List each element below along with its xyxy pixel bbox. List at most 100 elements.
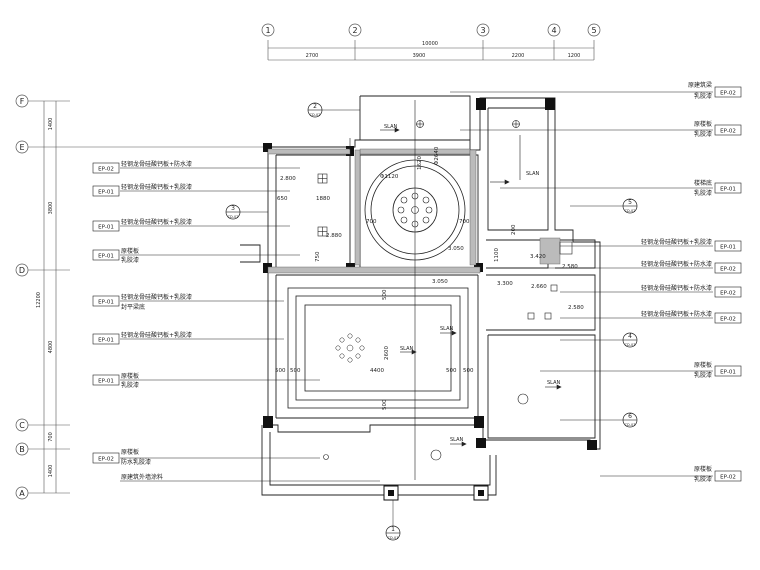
svg-text:EP-01: EP-01 — [98, 338, 114, 344]
svg-text:EP-01: EP-01 — [720, 187, 736, 193]
section-marker-5: 5 CD-02 — [622, 198, 638, 214]
svg-text:3: 3 — [231, 205, 235, 212]
svg-text:EP-01: EP-01 — [720, 370, 736, 376]
slope-arrows — [380, 127, 562, 447]
svg-text:200: 200 — [511, 224, 517, 235]
svg-text:EP-02: EP-02 — [720, 129, 736, 135]
svg-text:乳胶漆: 乳胶漆 — [694, 475, 712, 483]
svg-text:Φ1120: Φ1120 — [380, 174, 399, 180]
left-grid-axis — [28, 100, 270, 494]
plan-walls — [240, 95, 601, 496]
svg-text:轻钢龙骨硅酸钙板+防水漆: 轻钢龙骨硅酸钙板+防水漆 — [641, 310, 712, 318]
svg-text:轻钢龙骨硅酸钙板+乳胶漆: 轻钢龙骨硅酸钙板+乳胶漆 — [121, 331, 192, 339]
svg-text:D: D — [19, 266, 25, 275]
svg-text:乳胶漆: 乳胶漆 — [694, 92, 712, 100]
svg-text:2.800: 2.800 — [280, 176, 296, 182]
svg-text:3.050: 3.050 — [448, 246, 464, 252]
svg-text:EP-02: EP-02 — [720, 291, 736, 297]
right-annotation-leaders — [450, 91, 713, 477]
slan-label-5: SLAN — [547, 380, 560, 386]
top-dim-4: 1200 — [568, 53, 581, 59]
svg-text:3.420: 3.420 — [530, 254, 546, 260]
top-dim-3: 2200 — [512, 53, 525, 59]
svg-text:5: 5 — [591, 26, 596, 35]
right-label-6: EP-02 轻钢龙骨硅酸钙板+防水漆 — [641, 310, 742, 324]
grid-bubble-top-3: 3 — [476, 23, 490, 37]
svg-text:乳胶漆: 乳胶漆 — [121, 381, 139, 389]
svg-text:轻钢龙骨硅酸钙板+乳胶漆: 轻钢龙骨硅酸钙板+乳胶漆 — [121, 293, 192, 301]
svg-text:原建筑梁: 原建筑梁 — [688, 81, 712, 89]
plan-dimensions: 2.800 650 1880 2.880 700 700 Φ1120 1620 … — [275, 146, 584, 410]
svg-text:原楼板: 原楼板 — [694, 361, 712, 369]
svg-text:500: 500 — [446, 368, 457, 374]
svg-text:CD-01: CD-01 — [388, 536, 399, 540]
right-label-8: EP-02 原楼板 乳胶漆 — [694, 465, 742, 483]
svg-text:CD-02: CD-02 — [310, 113, 321, 117]
svg-text:2.660: 2.660 — [531, 284, 547, 290]
left-dim-2: 3800 — [48, 202, 54, 215]
top-dim-2: 3900 — [413, 53, 426, 59]
svg-text:防水乳胶漆: 防水乳胶漆 — [121, 458, 151, 466]
svg-text:750: 750 — [315, 251, 321, 262]
left-dim-4: 700 — [48, 432, 54, 442]
svg-text:EP-02: EP-02 — [720, 91, 736, 97]
top-grid-axis — [267, 40, 595, 61]
svg-text:原楼板: 原楼板 — [121, 448, 139, 456]
svg-text:EP-02: EP-02 — [98, 167, 114, 173]
svg-text:轻钢龙骨硅酸钙板+防水漆: 轻钢龙骨硅酸钙板+防水漆 — [641, 284, 712, 292]
svg-text:1620: 1620 — [417, 156, 423, 170]
living-room-chandelier — [335, 333, 365, 363]
svg-text:原楼板: 原楼板 — [121, 247, 139, 255]
svg-text:500: 500 — [275, 368, 286, 374]
section-marker-1: 1 CD-01 — [385, 525, 401, 541]
living-room-tray — [287, 287, 469, 409]
svg-text:EP-01: EP-01 — [98, 225, 114, 231]
right-label-0: EP-02 原建筑梁 乳胶漆 — [688, 81, 742, 100]
svg-text:楼梯底: 楼梯底 — [694, 179, 712, 187]
left-label-5: EP-01 轻钢龙骨硅酸钙板+乳胶漆 — [92, 331, 192, 345]
svg-text:1: 1 — [391, 526, 395, 533]
svg-text:原楼板: 原楼板 — [121, 372, 139, 380]
svg-text:2: 2 — [352, 26, 357, 35]
svg-text:乳胶漆: 乳胶漆 — [121, 256, 139, 264]
svg-text:4400: 4400 — [370, 368, 384, 374]
svg-text:E: E — [19, 143, 24, 152]
svg-text:原楼板: 原楼板 — [694, 465, 712, 473]
svg-text:C: C — [19, 421, 25, 430]
slan-label-4: SLAN — [400, 346, 413, 352]
svg-text:5: 5 — [628, 199, 632, 206]
svg-text:EP-01: EP-01 — [98, 300, 114, 306]
svg-text:轻钢龙骨硅酸钙板+防水漆: 轻钢龙骨硅酸钙板+防水漆 — [641, 260, 712, 268]
center-lines — [349, 100, 521, 480]
chandelier-cluster — [397, 192, 433, 228]
svg-text:轻钢龙骨硅酸钙板+乳胶漆: 轻钢龙骨硅酸钙板+乳胶漆 — [641, 238, 712, 246]
svg-text:乳胶漆: 乳胶漆 — [694, 130, 712, 138]
left-annotation-leaders — [120, 167, 380, 482]
right-label-3: EP-01 轻钢龙骨硅酸钙板+乳胶漆 — [641, 238, 742, 252]
section-marker-6: 6 CD-03 — [622, 412, 638, 428]
svg-text:650: 650 — [277, 196, 288, 202]
svg-text:2: 2 — [313, 103, 317, 110]
svg-text:EP-01: EP-01 — [98, 190, 114, 196]
svg-text:2.580: 2.580 — [568, 305, 584, 311]
svg-text:EP-02: EP-02 — [98, 457, 114, 463]
left-dim-5: 1400 — [48, 465, 54, 478]
right-label-1: EP-02 原楼板 乳胶漆 — [694, 120, 742, 138]
left-total-dim: 12200 — [36, 292, 42, 308]
svg-text:EP-02: EP-02 — [720, 317, 736, 323]
svg-text:2.580: 2.580 — [562, 264, 578, 270]
svg-text:CD-03: CD-03 — [625, 423, 636, 427]
section-marker-3: 3 CD-02 — [225, 204, 241, 220]
svg-text:500: 500 — [382, 289, 388, 300]
slan-label-6: SLAN — [450, 437, 463, 443]
svg-text:1: 1 — [265, 26, 270, 35]
left-label-3: EP-01 原楼板 乳胶漆 — [92, 247, 139, 264]
slan-label-3: SLAN — [440, 326, 453, 332]
svg-text:乳胶漆: 乳胶漆 — [694, 371, 712, 379]
svg-text:原楼板: 原楼板 — [694, 120, 712, 128]
grid-bubble-top-2: 2 — [348, 23, 362, 37]
svg-text:500: 500 — [290, 368, 301, 374]
svg-text:EP-01: EP-01 — [720, 245, 736, 251]
svg-text:2600: 2600 — [384, 346, 390, 360]
